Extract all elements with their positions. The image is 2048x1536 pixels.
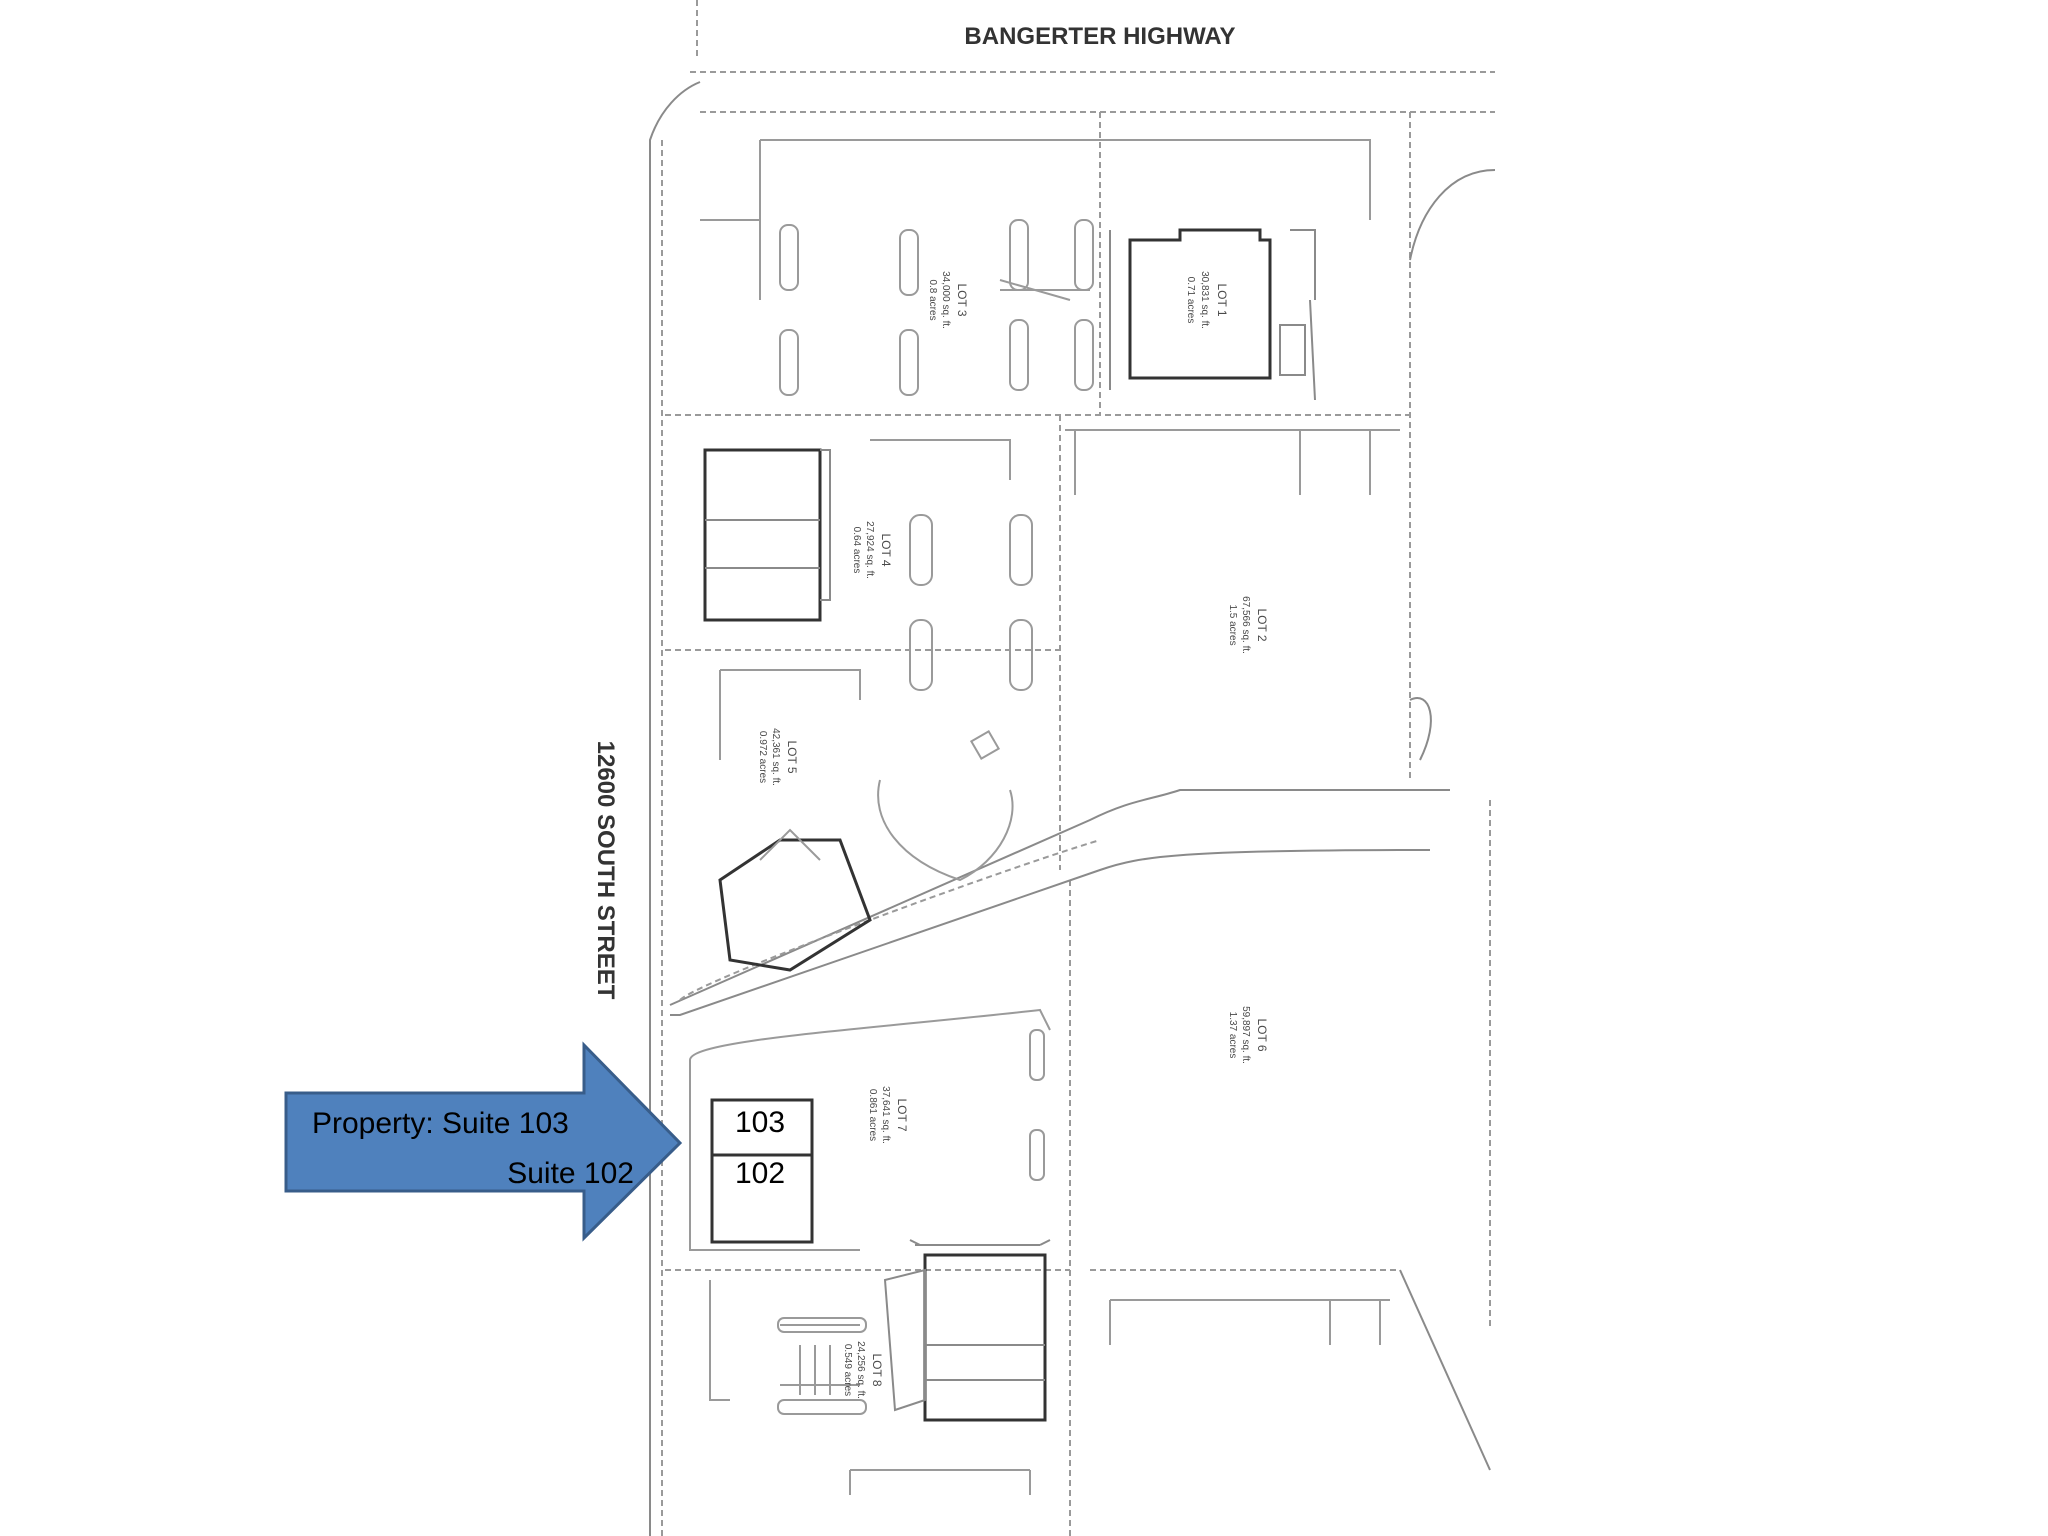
suite-103-label: 103: [735, 1106, 785, 1139]
lot-2-parcel: LOT 2 67,566 sq. ft. 1.5 acres: [1065, 429, 1400, 654]
lot-8-parcel: LOT 8 24,256 sq. ft. 0.549 acres: [709, 1239, 1051, 1495]
lot-8-name: LOT 8: [870, 1353, 884, 1386]
lot-3-parcel: LOT 3 34,000 sq. ft. 0.8 acres: [700, 139, 1371, 396]
lot-3-name: LOT 3: [955, 283, 969, 316]
lot-1-acreage: 0.71 acres: [1185, 277, 1196, 324]
12600-south-street-label: 12600 SOUTH STREET: [592, 741, 619, 1000]
callout-line-2: Suite 102: [507, 1157, 634, 1190]
suite-102-label: 102: [735, 1157, 785, 1190]
lot-8-acreage: 0.549 acres: [842, 1344, 853, 1396]
lot-6-parcel: LOT 6 59,897 sq. ft. 1.37 acres: [1109, 1006, 1390, 1345]
lot-3-area: 34,000 sq. ft.: [940, 271, 951, 329]
lot-7-area: 37,641 sq. ft.: [880, 1086, 891, 1144]
lot-2-area: 67,566 sq. ft.: [1240, 596, 1251, 654]
property-callout-arrow: Property: Suite 103 Suite 102: [284, 1041, 683, 1242]
lot-7-acreage: 0.861 acres: [867, 1089, 878, 1141]
callout-line-1: Property: Suite 103: [312, 1107, 569, 1140]
lot-8-area: 24,256 sq. ft.: [855, 1341, 866, 1399]
lot-4-area: 27,924 sq. ft.: [864, 521, 875, 579]
lot-6-name: LOT 6: [1255, 1018, 1269, 1051]
lot-6-acreage: 1.37 acres: [1227, 1012, 1238, 1059]
lot-7-name: LOT 7: [895, 1098, 909, 1131]
lot-1-name: LOT 1: [1215, 283, 1229, 316]
bangerter-highway-label: BANGERTER HIGHWAY: [964, 23, 1235, 50]
lot-5-acreage: 0.972 acres: [757, 731, 768, 783]
lot-5-area: 42,361 sq. ft.: [770, 728, 781, 786]
access-drive: [669, 789, 1450, 1016]
lot-4-name: LOT 4: [879, 533, 893, 566]
lot-3-acreage: 0.8 acres: [927, 279, 938, 320]
subject-building: [710, 1098, 814, 1244]
lot-4-acreage: 0.64 acres: [851, 527, 862, 574]
lot-1-parcel: LOT 1 30,831 sq. ft. 0.71 acres: [1109, 228, 1316, 401]
callout-arrow-shape: [284, 1041, 683, 1242]
lot-7-parcel: 103 102 LOT 7 37,641 sq. ft. 0.861 acres: [689, 1008, 1051, 1251]
lot-5-name: LOT 5: [785, 740, 799, 773]
lot-2-acreage: 1.5 acres: [1227, 604, 1238, 645]
site-boundary: [649, 0, 1496, 1536]
lot-1-area: 30,831 sq. ft.: [1199, 271, 1210, 329]
lot-4-parcel: LOT 4 27,924 sq. ft. 0.64 acres: [703, 439, 1033, 691]
lot-2-name: LOT 2: [1255, 608, 1269, 641]
lot-6-area: 59,897 sq. ft.: [1240, 1006, 1251, 1064]
lot-5-parcel: LOT 5 42,361 sq. ft. 0.972 acres: [718, 669, 1014, 972]
